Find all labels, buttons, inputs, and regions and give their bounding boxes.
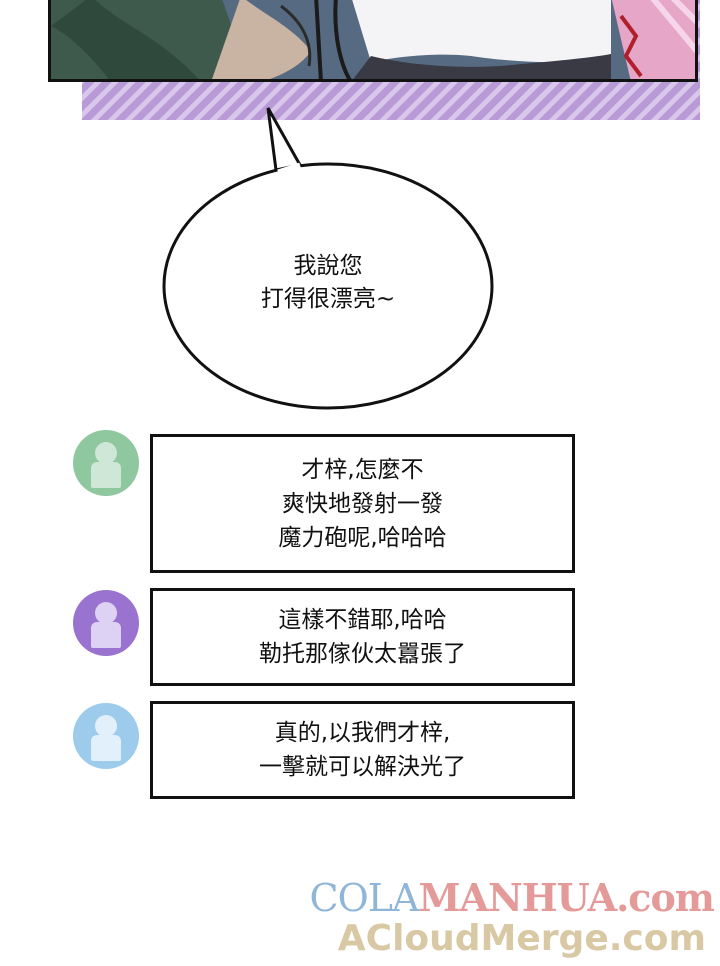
balloon-line: 打得很漂亮~	[260, 286, 396, 312]
watermark-acloudmerge: ACloudMerge.com	[337, 918, 706, 959]
comic-panel-art	[51, 0, 695, 79]
avatar-body	[91, 462, 121, 488]
message-line: 真的,以我們才梓,	[274, 720, 451, 746]
comic-panel	[48, 0, 698, 82]
message-line: 勒托那傢伙太囂張了	[259, 641, 466, 667]
watermark-colamanhua: COLAMANHUA.com	[309, 875, 715, 920]
speech-balloon	[162, 107, 494, 410]
avatar-head	[95, 602, 117, 624]
avatar	[73, 590, 139, 656]
watermark-part: COLA	[309, 876, 420, 920]
speech-balloon-text: 我說您 打得很漂亮~	[200, 250, 456, 316]
message-line: 爽快地發射一發	[282, 490, 443, 517]
message-line: 魔力砲呢,哈哈哈	[278, 524, 447, 551]
avatar-head	[95, 715, 117, 737]
avatar	[73, 430, 139, 496]
chat-message: 才梓,怎麼不 爽快地發射一發 魔力砲呢,哈哈哈	[150, 434, 575, 573]
avatar-head	[95, 442, 117, 464]
avatar-body	[91, 622, 121, 648]
chat-message: 真的,以我們才梓, 一擊就可以解決光了	[150, 701, 575, 799]
avatar-body	[91, 735, 121, 761]
message-line: 才梓,怎麼不	[301, 456, 424, 483]
watermark-part: MANHUA.com	[418, 875, 715, 920]
chat-message: 這樣不錯耶,哈哈 勒托那傢伙太囂張了	[150, 588, 575, 686]
message-line: 這樣不錯耶,哈哈	[278, 607, 447, 633]
avatar	[73, 703, 139, 769]
message-line: 一擊就可以解決光了	[259, 754, 466, 780]
balloon-line: 我說您	[293, 253, 363, 279]
